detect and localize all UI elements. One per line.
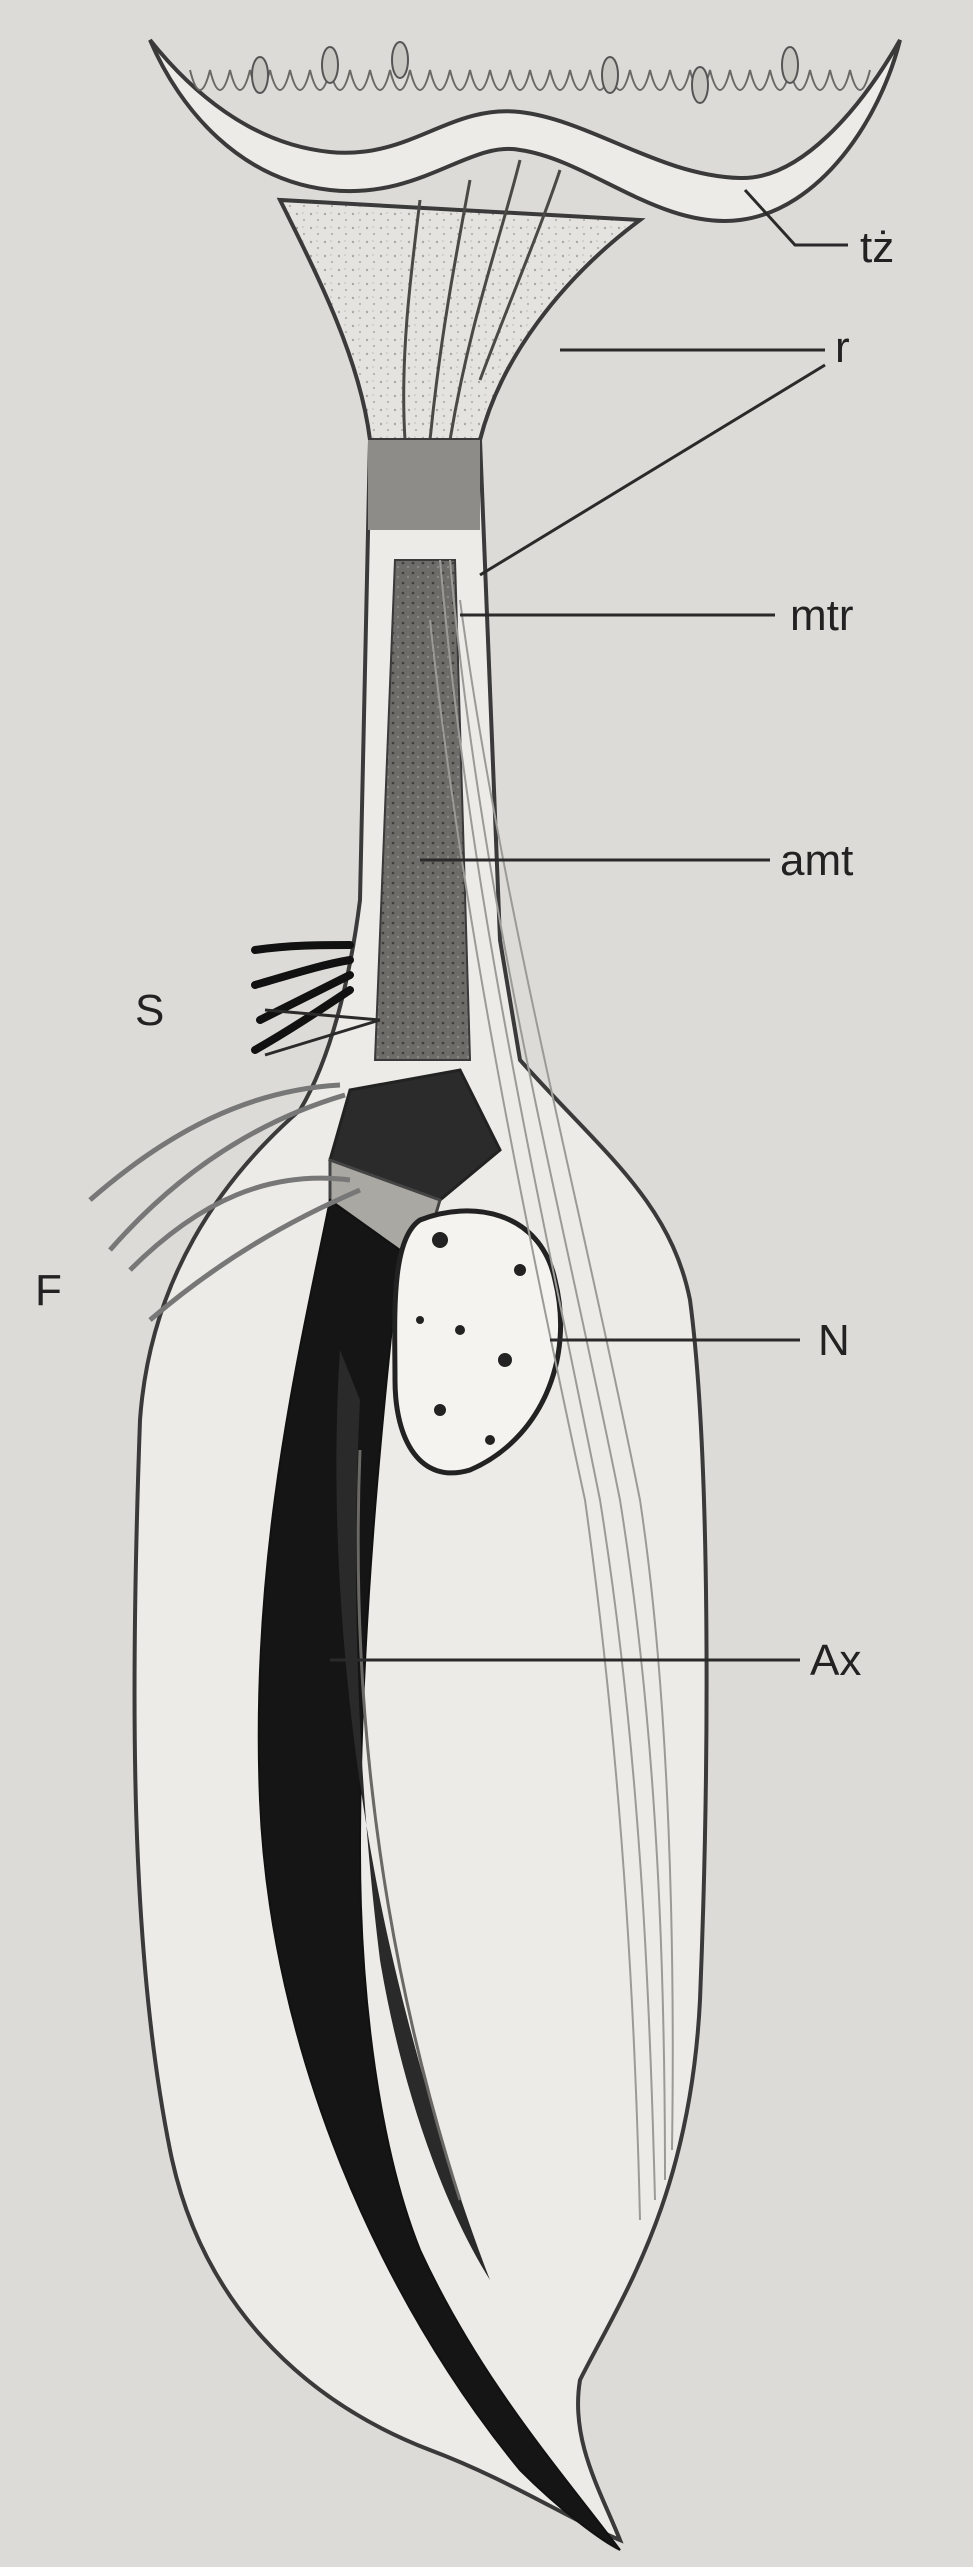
label-S: S [135,986,164,1035]
label-Ax: Ax [810,1636,861,1685]
label-mtr: mtr [790,591,854,640]
label-tz: tż [860,223,894,272]
label-r: r [835,323,850,372]
label-amt: amt [780,836,853,885]
label-F: F [35,1266,62,1315]
capitulum-granules [252,42,798,103]
label-N: N [818,1316,850,1365]
capitulum-inner-fold [190,70,870,90]
neck-band [368,440,480,530]
